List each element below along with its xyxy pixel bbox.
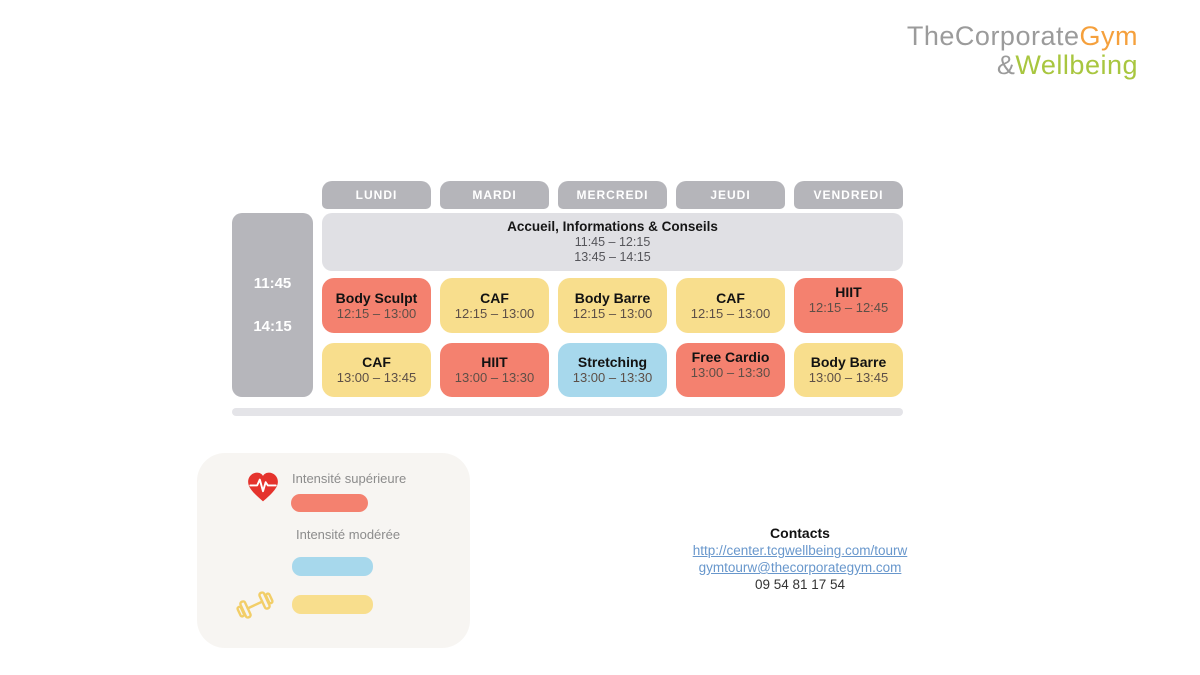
legend-card: Intensité supérieure Intensité modérée (197, 453, 470, 648)
brand-logo: TheCorporateGym &Wellbeing (907, 22, 1138, 80)
class-time: 13:00 – 13:30 (572, 370, 653, 385)
class-title: Body Sculpt (335, 289, 418, 306)
brand-name-gray: TheCorporate (906, 21, 1080, 51)
dumbbell-icon (233, 583, 277, 627)
class-time: 12:15 – 13:00 (690, 305, 771, 321)
legend-pill-moderate-blue (292, 557, 373, 576)
class-time: 12:15 – 13:00 (336, 305, 417, 321)
welcome-time-1: 11:45 – 12:15 (574, 235, 651, 249)
welcome-title: Accueil, Informations & Conseils (507, 219, 718, 234)
class-time: 13:00 – 13:45 (808, 370, 889, 385)
contacts-block: Contacts http://center.tcgwellbeing.com/… (650, 525, 950, 593)
day-header-vendredi: VENDREDI (794, 181, 903, 209)
welcome-row: Accueil, Informations & Conseils 11:45 –… (322, 213, 903, 271)
class-title: Body Barre (810, 354, 887, 370)
time-start-label: 11:45 (253, 275, 292, 292)
class-title: CAF (480, 289, 509, 306)
brand-logo-line1: TheCorporateGym (907, 22, 1138, 51)
day-header-lundi: LUNDI (322, 181, 431, 209)
legend-label-high-intensity: Intensité supérieure (292, 471, 407, 486)
day-header-mercredi: MERCREDI (558, 181, 667, 209)
brand-ampersand: & (996, 50, 1016, 80)
schedule-bottom-bar (232, 408, 903, 416)
contact-phone: 09 54 81 17 54 (754, 577, 846, 592)
contacts-title: Contacts (770, 525, 830, 541)
class-title: Stretching (577, 354, 648, 370)
class-time: 12:15 – 13:00 (454, 305, 535, 321)
legend-pill-high-intensity (291, 494, 368, 512)
class-time: 13:00 – 13:30 (690, 365, 771, 380)
heart-pulse-icon (246, 470, 280, 504)
class-time: 13:00 – 13:45 (336, 370, 417, 385)
class-title: CAF (716, 289, 745, 306)
contact-url-link[interactable]: http://center.tcgwellbeing.com/tourw (692, 543, 908, 558)
class-title: HIIT (481, 354, 508, 370)
day-header-mardi: MARDI (440, 181, 549, 209)
contact-email-link[interactable]: gymtourw@thecorporategym.com (698, 560, 902, 575)
class-title: HIIT (835, 284, 862, 300)
legend-pill-moderate-yellow (292, 595, 373, 614)
class-time: 12:15 – 13:00 (572, 305, 653, 321)
welcome-time-2: 13:45 – 14:15 (574, 250, 651, 264)
brand-name-green: Wellbeing (1015, 50, 1138, 80)
class-title: CAF (362, 354, 391, 370)
day-header-jeudi: JEUDI (676, 181, 785, 209)
class-time: 12:15 – 12:45 (808, 300, 889, 315)
class-title: Body Barre (574, 289, 651, 306)
legend-label-moderate-intensity: Intensité modérée (296, 527, 401, 542)
time-end-label: 14:15 (253, 318, 292, 335)
time-range-column: 11:45 14:15 (232, 213, 313, 397)
brand-name-orange: Gym (1079, 21, 1138, 51)
brand-logo-line2: &Wellbeing (907, 51, 1138, 80)
class-title: Free Cardio (691, 349, 770, 365)
class-time: 13:00 – 13:30 (454, 370, 535, 385)
day-header-row: LUNDI MARDI MERCREDI JEUDI VENDREDI (322, 181, 903, 209)
